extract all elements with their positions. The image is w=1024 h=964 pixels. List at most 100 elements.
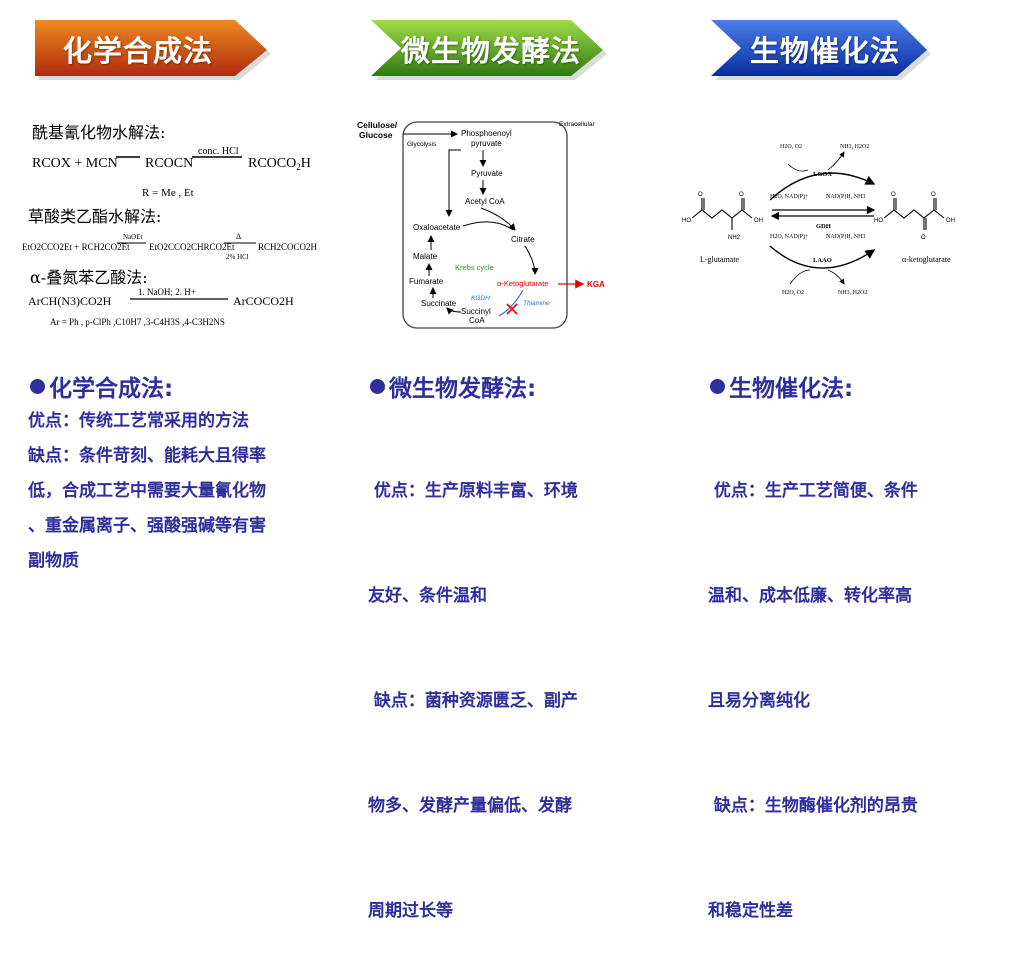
- chemical-reactions-figure: 酰基氰化物水解法: RCOX + MCN RCOCN conc. HCl RCO…: [20, 112, 320, 337]
- label-citrate: Citrate: [511, 235, 535, 244]
- method1-reactant: RCOX + MCN: [32, 156, 118, 171]
- text-line: 优点：传统工艺常采用的方法: [28, 411, 249, 431]
- label-nh3-h2o2-bottom: NH3, H2O2: [838, 290, 867, 296]
- bullet-dot-icon: [710, 379, 725, 394]
- arrow-succoa-to-succinate: [446, 307, 462, 315]
- label-gdh: GDH: [816, 223, 831, 230]
- method3-note: Ar = Ph , p-ClPh ,C10H7 ,3-C4H3S ,4-C3H2…: [50, 317, 225, 327]
- method2-condition2-top: Δ: [236, 232, 241, 241]
- label-cellulose: Cellulose/: [357, 120, 398, 130]
- text-line: 物多、发酵产量偏低、发酵: [368, 796, 572, 816]
- enzymatic-conversion-svg: HO OH O O NH2 L-glutamate HO OH O O O α-…: [682, 144, 955, 296]
- text-line: 且易分离纯化: [708, 691, 810, 711]
- cell-membrane-outline: [402, 121, 568, 329]
- arrow-pep-to-oaa: [445, 149, 461, 217]
- label-laao: LAAO: [813, 257, 832, 264]
- alpha-ketoglutarate-structure: [883, 198, 945, 230]
- column-body-biocatalysis: 优点：生产工艺简便、条件 温和、成本低廉、转化率高 且易分离纯化 缺点：生物酶催…: [708, 404, 998, 964]
- label-o-2: O: [739, 192, 744, 198]
- label-succinate: Succinate: [421, 299, 457, 308]
- label-pyruvate: Pyruvate: [471, 169, 503, 178]
- label-alpha-ketoglutarate: α-ketoglutarate: [902, 255, 951, 264]
- method1-condition: conc. HCl: [198, 146, 239, 157]
- l-glutamate-structure: [691, 198, 753, 230]
- method3-title: α-叠氮苯乙酸法:: [30, 268, 148, 287]
- chemical-reactions-svg: 酰基氰化物水解法: RCOX + MCN RCOCN conc. HCl RCO…: [22, 123, 318, 327]
- arrow-akg-to-succoa: [498, 289, 524, 317]
- method3-product: ArCOCO2H: [233, 294, 294, 308]
- arrow-to-citrate: [480, 207, 516, 231]
- label-succoa2: CoA: [469, 316, 485, 325]
- label-succoa1: Succinyl: [461, 307, 491, 316]
- method2-intermediate: EtO2CCO2CHRCO2Et: [149, 242, 235, 252]
- text-line: 优点：生产工艺简便、条件: [708, 481, 918, 501]
- text-line: 缺点：条件苛刻、能耗大且得率: [28, 446, 266, 466]
- label-o-1: O: [698, 192, 703, 198]
- label-l-glutamate: L-glutamate: [700, 255, 740, 264]
- text-line: 周期过长等: [368, 901, 453, 921]
- banner-label: 微生物发酵法: [400, 34, 581, 68]
- method1-intermediate: RCOCN: [145, 156, 193, 171]
- method2-reactants: EtO2CCO2Et + RCH2CO2Et: [22, 242, 130, 252]
- method3-condition: 1. NaOH; 2. H+: [138, 287, 196, 297]
- arrow-banner-shape: [35, 20, 271, 80]
- column-title-fermentation: 微生物发酵法:: [370, 369, 536, 403]
- label-malate: Malate: [413, 252, 438, 261]
- column-title-text: 化学合成法:: [49, 376, 174, 402]
- method1-note: R = Me , Et: [142, 187, 194, 199]
- method1-product: RCOCO2H: [248, 156, 311, 172]
- label-fumarate: Fumarate: [409, 277, 444, 286]
- label-nadph-nh3-2: NAD(P)H, NH3: [826, 233, 865, 240]
- label-extracellular: Extracellular: [559, 121, 596, 128]
- label-kgdh: KGDH: [471, 295, 490, 302]
- text-line: 、重金属离子、强酸强碱等有害: [28, 516, 266, 536]
- label-oxaloacetate: Oxaloacetate: [413, 223, 461, 232]
- bullet-dot-icon: [30, 379, 45, 394]
- method3-reactant: ArCH(N3)CO2H: [28, 294, 112, 308]
- label-nh3-h2o2-top: NH3, H2O2: [840, 144, 869, 150]
- column-title-chemical: 化学合成法:: [30, 369, 173, 403]
- label-ho-right: HO: [874, 218, 883, 224]
- arrow-cofactor-in-bottom: [789, 269, 811, 285]
- method2-title: 草酸类乙酯水解法:: [28, 207, 161, 226]
- column-title-biocatalysis: 生物催化法:: [710, 369, 853, 403]
- text-line: 缺点：生物酶催化剂的昂贵: [708, 796, 918, 816]
- label-o-4: O: [931, 192, 936, 198]
- label-h2o-nadp-1: H2O, NAD(P)+: [770, 193, 809, 200]
- text-line: 副物质: [28, 551, 79, 571]
- arrow-cofactor-out-top: [827, 151, 845, 171]
- metabolic-pathway-svg: Cellulose/ Glucose Extracellular Glycoly…: [357, 120, 605, 329]
- label-lgox: LGOX: [813, 171, 832, 178]
- arrow-banner-shape: [371, 20, 607, 80]
- arrow-cofactor-out-bottom: [827, 269, 845, 285]
- label-ho-left: HO: [682, 218, 691, 224]
- metabolic-pathway-figure: Cellulose/ Glucose Extracellular Glycoly…: [353, 112, 615, 334]
- arrow-oaa-to-citrate: [462, 221, 514, 231]
- arrow-cofactor-in-top: [787, 163, 809, 172]
- label-glycolysis: Glycolysis: [407, 141, 437, 148]
- column-title-text: 生物催化法:: [729, 376, 854, 402]
- label-acetylcoa: Acetyl CoA: [465, 197, 505, 206]
- method2-condition1: NaOEt: [123, 233, 142, 241]
- method2-product: RCH2COCO2H: [258, 242, 318, 252]
- text-line: 低，合成工艺中需要大量氰化物: [28, 481, 266, 501]
- text-line: 温和、成本低廉、转化率高: [708, 586, 912, 606]
- text-line: 缺点：菌种资源匮乏、副产: [368, 691, 578, 711]
- label-h2o-o2-top: H2O, O2: [780, 144, 802, 150]
- label-nadph-nh3-1: NAD(P)H, NH3: [826, 193, 865, 200]
- label-h2o-nadp-2: H2O, NAD(P)+: [770, 233, 809, 240]
- column-body-fermentation: 优点：生产原料丰富、环境 友好、条件温和 缺点：菌种资源匮乏、副产 物多、发酵产…: [368, 404, 638, 964]
- arrow-laao: [769, 245, 876, 269]
- banner-label: 生物催化法: [749, 34, 900, 68]
- column-title-text: 微生物发酵法:: [389, 376, 537, 402]
- label-thiamine: Thiamine: [523, 300, 550, 307]
- label-oh-right: OH: [946, 218, 955, 224]
- label-kga: KGA: [587, 280, 605, 289]
- label-o-3: O: [891, 192, 896, 198]
- label-pep1: Phosphoenoyl: [461, 129, 512, 138]
- label-glucose: Glucose: [359, 130, 393, 140]
- arrow-lgox: [769, 172, 876, 201]
- label-h2o-o2-bottom: H2O, O2: [782, 290, 804, 296]
- arrow-to-akg: [524, 245, 539, 275]
- enzymatic-conversion-figure: HO OH O O NH2 L-glutamate HO OH O O O α-…: [678, 138, 972, 302]
